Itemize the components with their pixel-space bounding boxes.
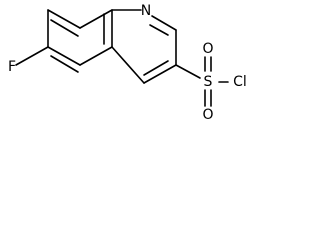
bond-c4-c4a (111, 46, 145, 84)
atom-label-sulfur: S (204, 74, 213, 90)
bond-c5-c4a (79, 46, 113, 66)
bond-n1-c2 (151, 15, 177, 31)
bond-c3-c4-inner (143, 60, 169, 76)
chemical-structure-diagram: N F S O O Cl (8, 3, 247, 123)
bond-c6-c5 (47, 46, 81, 66)
atom-label-oxygen-top: O (202, 41, 213, 57)
bond-n1-c2-inner (149, 24, 169, 36)
atom-label-chlorine: Cl (233, 74, 247, 90)
bond-c8-c7-inner (50, 19, 79, 37)
bond-c3-s (175, 64, 201, 79)
bond-c3-c4 (143, 64, 177, 84)
atom-label-oxygen-bottom: O (202, 107, 213, 123)
bond-c8-c7 (47, 9, 81, 29)
bond-c8a-c8 (79, 9, 113, 29)
atom-label-fluorine: F (8, 59, 16, 75)
bond-c6-c5-inner (50, 55, 79, 73)
atom-label-nitrogen: N (141, 3, 151, 19)
bond-c6-f (15, 46, 49, 66)
